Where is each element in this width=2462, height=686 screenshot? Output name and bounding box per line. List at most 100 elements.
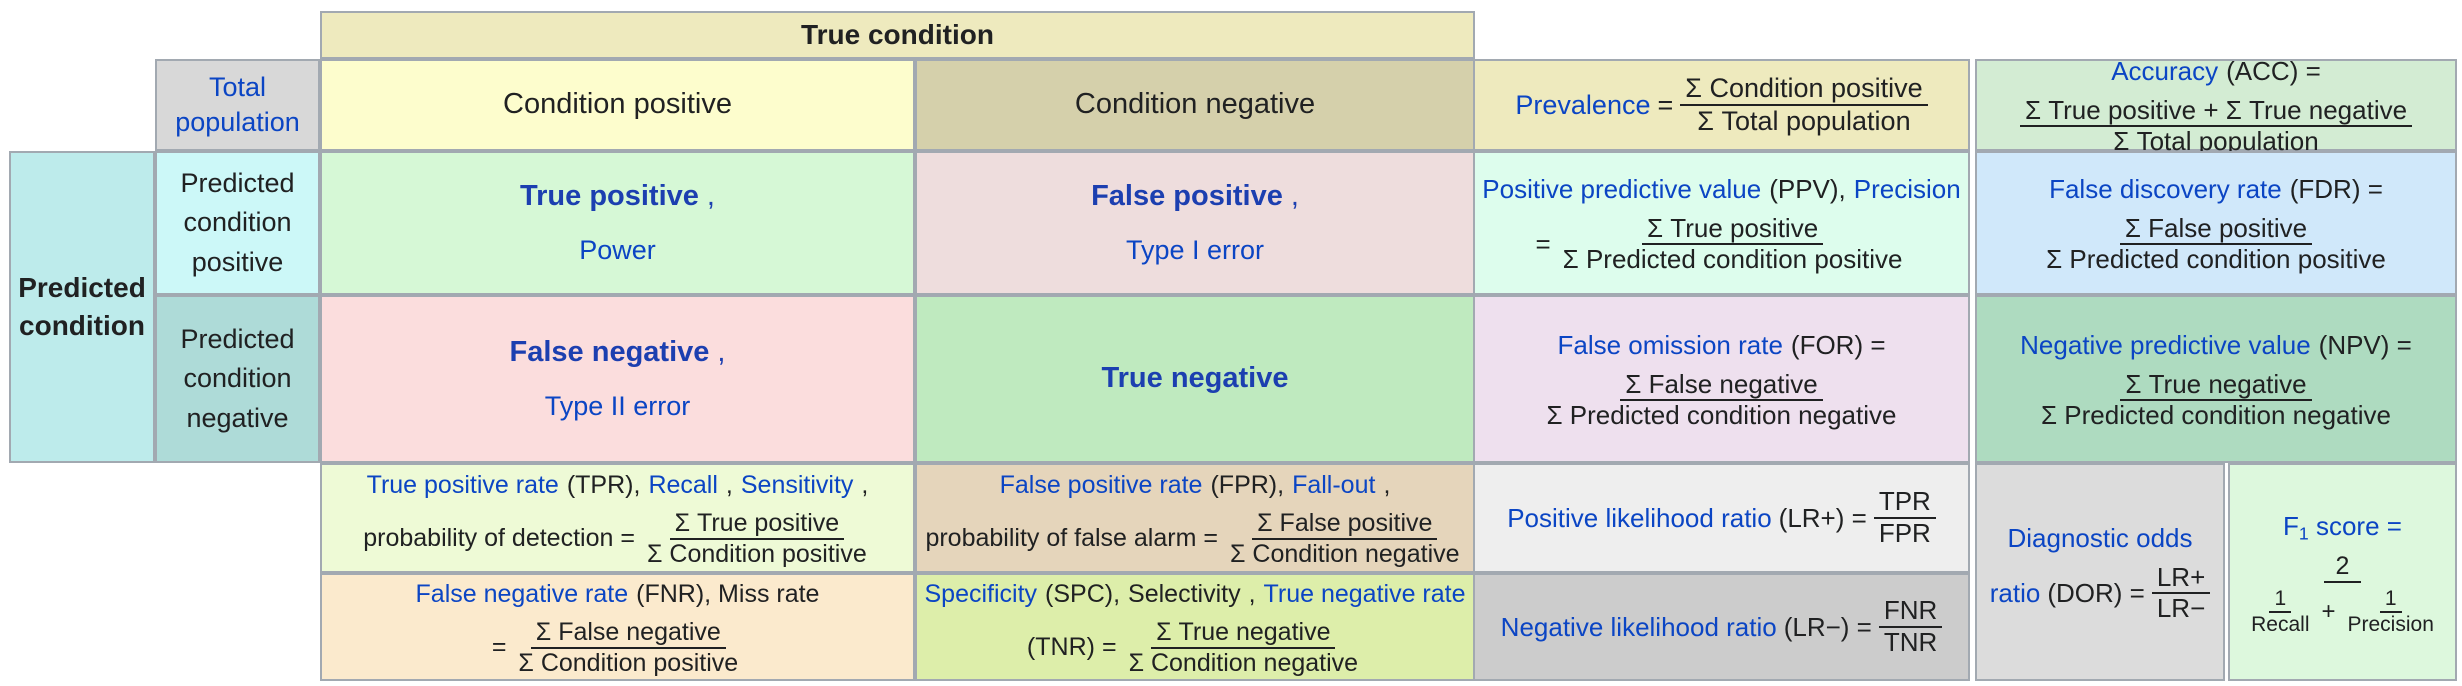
matrix-cell-false-negative: False negative, Type II error: [320, 295, 915, 463]
header-total-population-label: Total population: [175, 71, 300, 137]
tpr-denominator: Σ Condition positive: [647, 539, 867, 568]
npv-label: Negative predictive value: [2020, 329, 2311, 360]
tpr-equals: =: [620, 524, 636, 552]
matrix-cell-true-negative: True negative: [915, 295, 1475, 463]
ppv-abbr: (PPV),: [1769, 173, 1846, 204]
f1-plus: +: [2321, 597, 2336, 625]
dor-denominator: LR−: [2156, 593, 2206, 624]
tpr-comma2: ,: [861, 470, 869, 499]
false-positive-comma: ,: [1290, 180, 1299, 213]
ppv-denominator: Σ Predicted condition positive: [1562, 244, 1903, 275]
metric-prevalence: Prevalence = Σ Condition positive Σ Tota…: [1473, 59, 1970, 151]
fnr-numerator: Σ False negative: [530, 618, 726, 649]
true-positive-comma: ,: [706, 180, 715, 213]
ppv-numerator: Σ True positive: [1642, 213, 1824, 246]
fpr-denominator: Σ Condition negative: [1230, 539, 1460, 568]
lr-plus-abbr: (LR+) =: [1778, 502, 1867, 533]
f1-den-right-denominator: Precision: [2347, 612, 2434, 636]
metric-lr-minus: Negative likelihood ratio (LR−) = FNR TN…: [1473, 573, 1970, 681]
header-condition-positive-label: Condition positive: [503, 88, 732, 121]
fdr-numerator: Σ False positive: [2119, 213, 2313, 246]
for-denominator: Σ Predicted condition negative: [1546, 400, 1897, 431]
ppv-alias: Precision: [1853, 173, 1961, 204]
header-condition-negative: Condition negative: [915, 59, 1475, 151]
for-label: False omission rate: [1557, 329, 1783, 360]
tpr-numerator: Σ True positive: [669, 509, 845, 540]
lr-minus-denominator: TNR: [1883, 627, 1938, 657]
prevalence-numerator: Σ Condition positive: [1680, 73, 1928, 106]
metric-accuracy: Accuracy (ACC) = Σ True positive + Σ Tru…: [1975, 56, 2457, 156]
lr-plus-numerator: TPR: [1873, 487, 1936, 519]
f1-den-left-denominator: Recall: [2251, 612, 2310, 636]
header-true-condition-label: True condition: [801, 19, 994, 51]
row-label-predicted-condition-positive: Predicted condition positive: [155, 151, 320, 295]
spc-abbr2: (TNR): [1026, 633, 1095, 661]
false-negative-alias: Type II error: [544, 391, 691, 422]
header-condition-negative-label: Condition negative: [1074, 88, 1316, 121]
true-positive-alias: Power: [579, 235, 656, 266]
metric-dor: Diagnostic odds ratio (DOR) = LR+ LR−: [1975, 463, 2225, 681]
fdr-denominator: Σ Predicted condition positive: [2046, 244, 2386, 275]
header-total-population: Total population: [155, 59, 320, 151]
spc-abbr: (SPC),: [1045, 579, 1121, 608]
lr-minus-numerator: FNR: [1878, 596, 1943, 628]
prevalence-equals: =: [1657, 89, 1674, 120]
dor-label-line1: Diagnostic odds: [2007, 522, 2193, 553]
ppv-equals: =: [1535, 229, 1551, 259]
false-positive-label: False positive: [1091, 180, 1283, 213]
f1-label: F1 score =: [2283, 508, 2402, 547]
lr-minus-label: Negative likelihood ratio: [1500, 611, 1777, 642]
row-label-predicted-condition-text: Predicted condition: [18, 272, 146, 341]
tpr-alias2: Sensitivity: [740, 470, 854, 499]
fdr-abbr: (FDR) =: [2289, 173, 2383, 204]
tpr-comma1: ,: [725, 470, 733, 499]
row-label-pred-neg-text: Predicted condition negative: [180, 324, 295, 433]
true-positive-label: True positive: [520, 180, 699, 213]
for-numerator: Σ False negative: [1620, 369, 1823, 402]
dor-label-line2: ratio: [1990, 575, 2041, 612]
row-label-pred-pos-text: Predicted condition positive: [180, 168, 295, 277]
spc-comma1: ,: [1248, 579, 1256, 608]
spc-label: Specificity: [924, 579, 1038, 608]
false-positive-alias: Type I error: [1125, 235, 1265, 266]
spc-denominator: Σ Condition negative: [1128, 648, 1359, 677]
accuracy-label: Accuracy: [2111, 55, 2219, 86]
header-true-condition: True condition: [320, 11, 1475, 59]
tpr-label: True positive rate: [366, 470, 559, 499]
row-label-predicted-condition: Predicted condition: [9, 151, 155, 463]
false-negative-comma: ,: [717, 336, 726, 369]
prevalence-denominator: Σ Total population: [1697, 106, 1911, 136]
lr-plus-label: Positive likelihood ratio: [1507, 502, 1772, 533]
prevalence-label: Prevalence: [1515, 89, 1651, 120]
f1-den-left-numerator: 1: [2269, 587, 2292, 613]
f1-rest: score =: [2308, 510, 2402, 541]
fpr-equals: =: [1203, 524, 1219, 552]
fpr-label: False positive rate: [999, 470, 1203, 499]
metric-specificity: Specificity (SPC), Selectivity, True neg…: [915, 573, 1475, 681]
tpr-alias1: Recall: [648, 470, 718, 499]
lr-minus-abbr: (LR−) =: [1783, 611, 1872, 642]
f1-numerator: 2: [2323, 552, 2362, 583]
metric-f1-score: F1 score = 2 1 Recall + 1 Precision: [2228, 463, 2457, 681]
spc-alias1: Selectivity: [1128, 579, 1241, 608]
f1-subscript: 1: [2298, 522, 2309, 543]
f1-letter: F: [2283, 510, 2299, 541]
metric-tpr: True positive rate (TPR), Recall, Sensit…: [320, 463, 915, 573]
metric-for: False omission rate (FOR) = Σ False nega…: [1473, 295, 1970, 463]
fpr-alias2: probability of false alarm: [925, 524, 1197, 552]
fpr-alias1: Fall-out: [1292, 470, 1376, 499]
npv-abbr: (NPV) =: [2318, 329, 2412, 360]
tpr-alias3: probability of detection: [363, 524, 614, 552]
accuracy-abbr: (ACC) =: [2226, 55, 2321, 86]
accuracy-numerator: Σ True positive + Σ True negative: [2019, 95, 2413, 128]
matrix-cell-true-positive: True positive, Power: [320, 151, 915, 295]
row-label-predicted-condition-negative: Predicted condition negative: [155, 295, 320, 463]
fpr-numerator: Σ False positive: [1252, 509, 1438, 540]
tpr-abbr: (TPR),: [566, 470, 641, 499]
fpr-abbr: (FPR),: [1210, 470, 1285, 499]
fnr-denominator: Σ Condition positive: [518, 648, 739, 677]
metric-fnr: False negative rate (FNR), Miss rate = Σ…: [320, 573, 915, 681]
dor-label-line2-text: ratio: [1989, 578, 2041, 608]
fnr-equals: =: [491, 633, 507, 661]
